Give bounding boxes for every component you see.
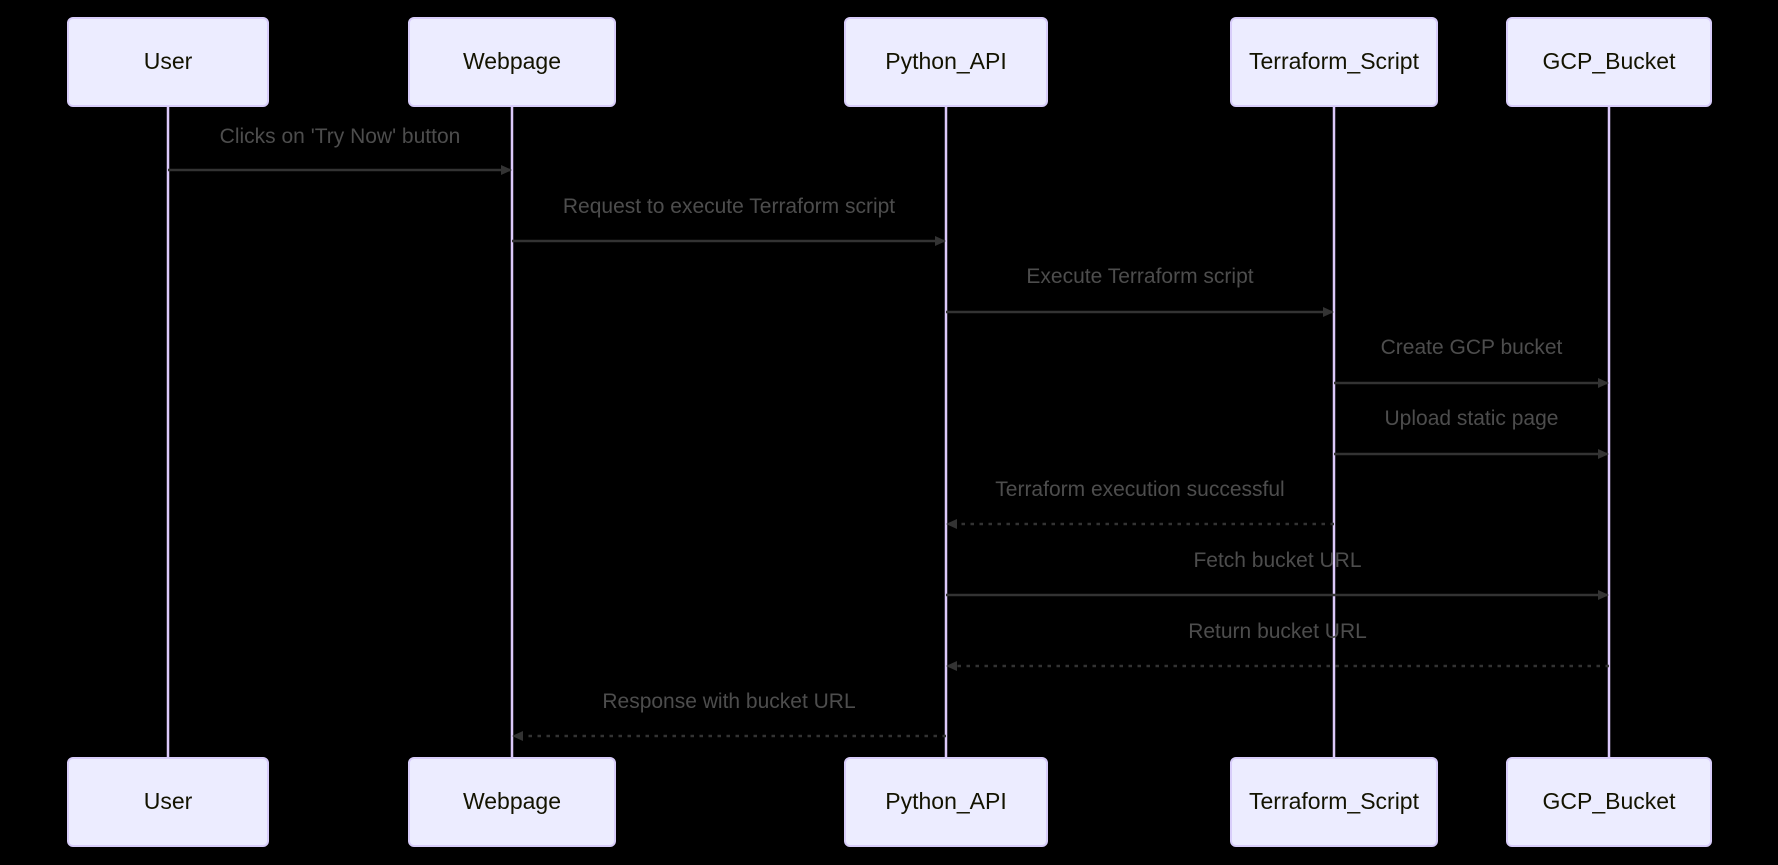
actor-box-user-top: User [67,17,269,107]
actor-box-python-bottom: Python_API [844,757,1048,847]
message-4: Upload static page [1334,407,1609,459]
message-1: Request to execute Terraform script [512,195,946,246]
message-label-3: Create GCP bucket [1381,336,1563,359]
actor-box-webpage-top: Webpage [408,17,616,107]
actor-label-python-bottom: Python_API [885,788,1006,814]
message-2: Execute Terraform script [946,265,1334,317]
actor-box-rect-terraform-top [1230,17,1438,107]
actor-box-user-bottom: User [67,757,269,847]
actor-box-rect-user-bottom [67,757,269,847]
actor-box-rect-user-top [67,17,269,107]
actor-box-webpage-bottom: Webpage [408,757,616,847]
message-label-5: Terraform execution successful [995,478,1284,501]
message-8: Response with bucket URL [512,690,946,741]
actor-box-gcp-bottom: GCP_Bucket [1506,757,1712,847]
actor-label-terraform-top: Terraform_Script [1249,48,1420,74]
actor-box-rect-python-top [844,17,1048,107]
actor-box-rect-python-bottom [844,757,1048,847]
actor-box-terraform-top: Terraform_Script [1230,17,1438,107]
actor-box-rect-gcp-bottom [1506,757,1712,847]
actor-label-gcp-bottom: GCP_Bucket [1543,788,1677,814]
actor-box-rect-terraform-bottom [1230,757,1438,847]
message-3: Create GCP bucket [1334,336,1609,388]
message-label-0: Clicks on 'Try Now' button [220,125,461,148]
message-5: Terraform execution successful [946,478,1334,529]
message-label-8: Response with bucket URL [602,690,855,713]
actor-label-python-top: Python_API [885,48,1006,74]
actor-label-user-bottom: User [144,788,193,814]
message-0: Clicks on 'Try Now' button [168,125,512,175]
actor-box-terraform-bottom: Terraform_Script [1230,757,1438,847]
message-6: Fetch bucket URL [946,549,1609,600]
message-label-4: Upload static page [1385,407,1559,430]
actor-box-rect-webpage-top [408,17,616,107]
actor-label-webpage-top: Webpage [463,48,561,74]
actor-label-gcp-top: GCP_Bucket [1543,48,1677,74]
actors-top-group: User Webpage Python_API Terraform_Script GCP… [67,17,1712,107]
message-label-1: Request to execute Terraform script [563,195,895,218]
actor-box-python-top: Python_API [844,17,1048,107]
lifelines-group [166,106,1611,758]
message-7: Return bucket URL [946,620,1609,671]
message-label-2: Execute Terraform script [1026,265,1253,288]
actor-box-rect-webpage-bottom [408,757,616,847]
actor-label-user-top: User [144,48,193,74]
actor-box-rect-gcp-top [1506,17,1712,107]
actors-bottom-group: User Webpage Python_API Terraform_Script GCP… [67,757,1712,847]
actor-label-webpage-bottom: Webpage [463,788,561,814]
message-label-6: Fetch bucket URL [1193,549,1361,572]
actor-label-terraform-bottom: Terraform_Script [1249,788,1420,814]
actor-box-gcp-top: GCP_Bucket [1506,17,1712,107]
message-label-7: Return bucket URL [1188,620,1367,643]
